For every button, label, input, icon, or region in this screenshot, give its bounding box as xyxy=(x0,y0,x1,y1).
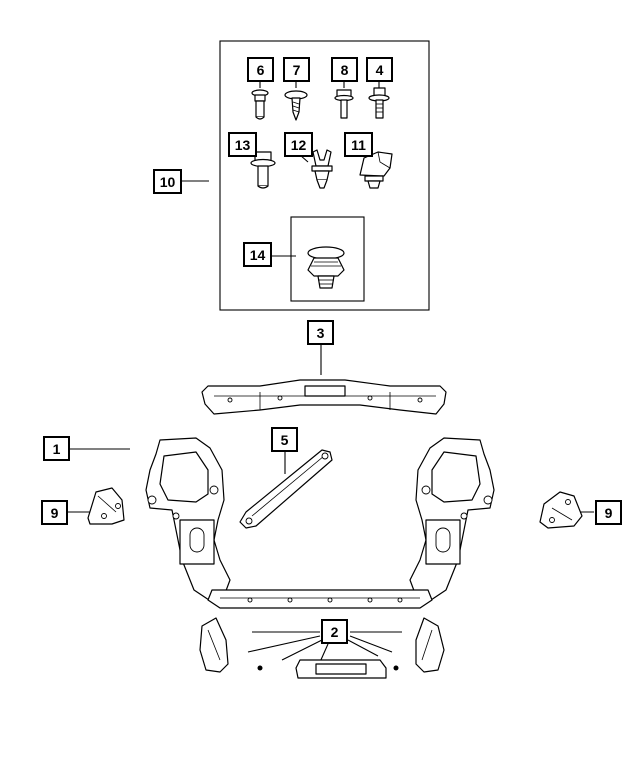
bracket-part-9-left xyxy=(68,487,125,525)
retainer-clip-part-11 xyxy=(359,151,393,189)
callout-9-right: 9 xyxy=(595,500,622,525)
lower-components-part-2 xyxy=(199,617,445,679)
callout-11: 11 xyxy=(344,132,373,157)
callout-1: 1 xyxy=(43,436,70,461)
screw-part-7 xyxy=(284,90,308,121)
callout-13: 13 xyxy=(228,132,257,157)
fastener-box-part-14 xyxy=(290,216,365,302)
flange-bolt-part-4 xyxy=(368,87,390,119)
callout-12: 12 xyxy=(284,132,313,157)
stud-bolt-part-13 xyxy=(250,151,276,189)
bolt-part-8 xyxy=(334,89,354,119)
callout-5: 5 xyxy=(271,427,298,452)
bracket-part-9-right xyxy=(539,491,594,529)
callout-14: 14 xyxy=(243,242,272,267)
callout-10: 10 xyxy=(153,169,182,194)
callout-8: 8 xyxy=(331,57,358,82)
callout-4: 4 xyxy=(366,57,393,82)
hardware-kit-box xyxy=(182,40,430,311)
callout-6: 6 xyxy=(247,57,274,82)
push-clip-part-12 xyxy=(311,149,333,189)
upper-crossmember-part-3 xyxy=(201,344,447,415)
callout-3: 3 xyxy=(307,320,334,345)
callout-9-left: 9 xyxy=(41,500,68,525)
callout-7: 7 xyxy=(283,57,310,82)
bolt-part-6 xyxy=(251,89,269,120)
callout-2: 2 xyxy=(321,619,348,644)
radiator-support-part-1 xyxy=(70,437,495,609)
brace-part-5 xyxy=(239,449,333,529)
